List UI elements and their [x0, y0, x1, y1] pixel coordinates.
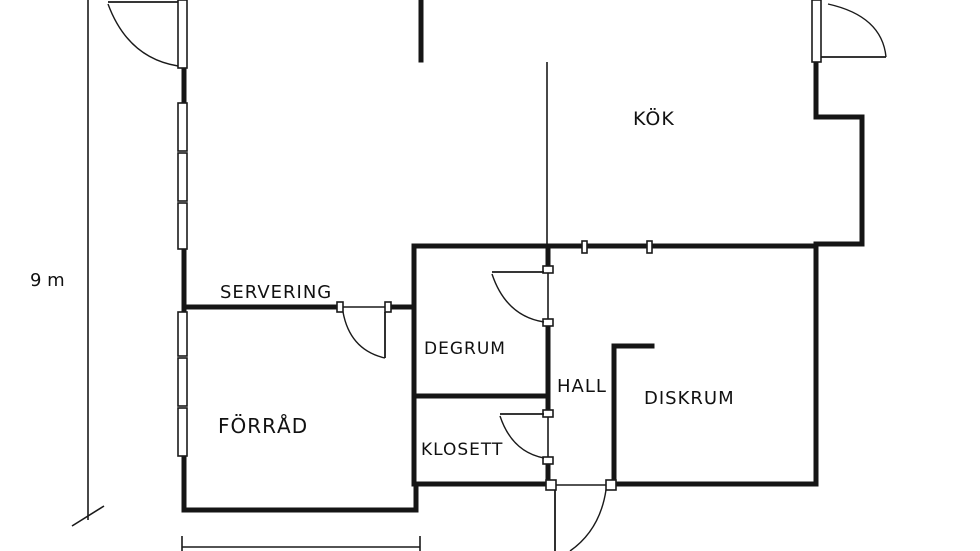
door-servering — [342, 311, 386, 359]
door-top-right — [821, 3, 887, 58]
room-label-kok: KÖK — [633, 108, 675, 130]
room-label-hall: HALL — [557, 376, 607, 397]
door-hall-bottom — [554, 489, 607, 551]
south-walls — [181, 479, 819, 513]
kitchen-east-wall — [811, 0, 865, 247]
room-label-forrad: FÖRRÅD — [218, 414, 309, 438]
room-label-degrum: DEGRUM — [424, 339, 506, 359]
door-degrum — [491, 271, 545, 323]
dimension-line-height — [71, 0, 105, 527]
room-label-servering: SERVERING — [220, 282, 333, 303]
dimension-line-width — [181, 536, 421, 551]
kitchen-south-wall — [411, 240, 817, 254]
room-label-klosett: KLOSETT — [421, 440, 504, 460]
diskrum-west-wall — [611, 343, 655, 487]
hall-west-wall — [542, 243, 554, 487]
dimension-label-height: 9 m — [30, 270, 65, 291]
door-top-left — [107, 1, 179, 67]
room-label-diskrum: DISKRUM — [644, 388, 735, 409]
west-wall — [177, 0, 188, 513]
servering-wall — [183, 301, 417, 313]
door-klosett — [499, 413, 545, 459]
